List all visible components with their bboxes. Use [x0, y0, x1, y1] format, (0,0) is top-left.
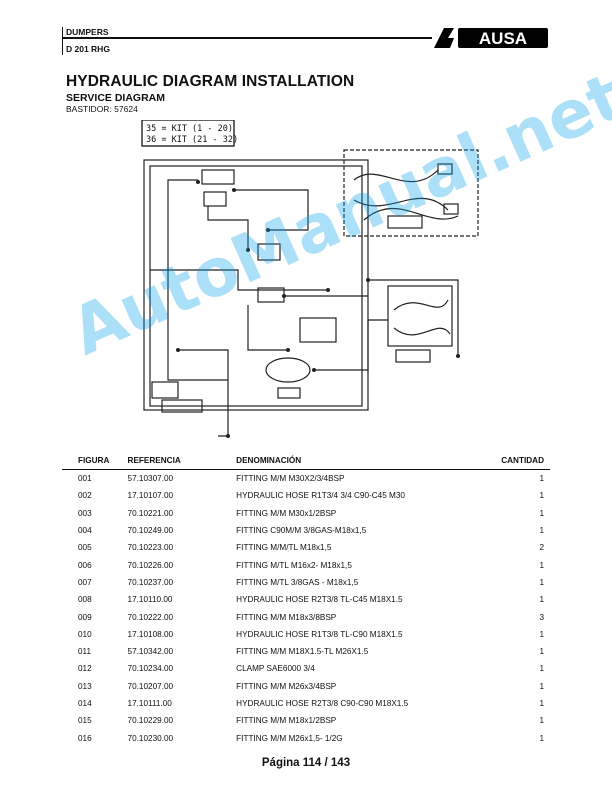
table-row: 007 70.10237.00 FITTING M/TL 3/8GAS - M18x…: [62, 574, 550, 591]
cell-cantidad: 1: [539, 577, 544, 587]
col-figura: FIGURA: [62, 452, 128, 470]
cell-figura: 015: [78, 716, 92, 726]
col-referencia: REFERENCIA: [127, 452, 237, 470]
table-row: 014 17.10111.00 HYDRAULIC HOSE R2T3/8 C90-…: [62, 695, 550, 712]
parts-table: FIGURA REFERENCIA DENOMINACIÓN CANTIDAD …: [62, 452, 550, 747]
table-row: 005 70.10223.00 FITTING M/M/TL M18x1,5 2: [62, 539, 550, 556]
cell-referencia: 70.10229.00: [127, 716, 174, 726]
table-row: 009 70.10222.00 FITTING M/M M18x3/8BSP 3: [62, 608, 550, 625]
cell-cantidad: 1: [539, 560, 544, 570]
cell-referencia: 70.10249.00: [127, 526, 174, 536]
logo-text: AUSA: [479, 29, 527, 48]
table-row: 006 70.10226.00 FITTING M/TL M16x2- M18x1,…: [62, 556, 550, 573]
page-subtitle: SERVICE DIAGRAM: [66, 92, 165, 104]
cell-referencia: 70.10207.00: [127, 681, 174, 691]
cell-figura: 008: [78, 595, 92, 605]
cell-referencia: 70.10222.00: [127, 612, 174, 622]
hydraulic-diagram: 35 = KIT (1 - 20) 36 = KIT (21 - 32): [141, 120, 479, 438]
cell-referencia: 17.10111.00: [127, 699, 172, 708]
cell-denominacion: FITTING M/M M30X2/3/4BSP: [236, 474, 345, 484]
cell-denominacion: FITTING C90M/M 3/8GAS-M18x1,5: [236, 526, 367, 536]
table-row: 004 70.10249.00 FITTING C90M/M 3/8GAS-M18x…: [62, 522, 550, 539]
cell-figura: 014: [78, 699, 92, 708]
cell-figura: 002: [78, 491, 92, 501]
table-row: 011 57.10342.00 FITTING M/M M18X1.5-TL M26…: [62, 643, 550, 660]
table-row: 012 70.10234.00 CLAMP SAE6000 3/4 1: [62, 660, 550, 677]
cell-cantidad: 1: [539, 629, 544, 639]
cell-figura: 006: [78, 560, 92, 570]
cell-cantidad: 1: [539, 491, 544, 501]
cell-figura: 005: [78, 543, 92, 553]
cell-cantidad: 1: [539, 733, 544, 743]
cell-denominacion: HYDRAULIC HOSE R1T3/4 3/4 C90-C45 M30: [236, 491, 405, 501]
cell-figura: 012: [78, 664, 92, 674]
cell-figura: 016: [78, 733, 92, 743]
cell-cantidad: 1: [539, 699, 544, 708]
cell-cantidad: 1: [539, 647, 544, 657]
cell-denominacion: FITTING M/M/TL M18x1,5: [236, 543, 332, 553]
cell-figura: 007: [78, 577, 92, 587]
cell-denominacion: FITTING M/M M30x1/2BSP: [236, 508, 337, 518]
table-row: 013 70.10207.00 FITTING M/M M26x3/4BSP 1: [62, 678, 550, 695]
cell-cantidad: 1: [539, 474, 544, 484]
table-row: 008 17.10110.00 HYDRAULIC HOSE R2T3/8 TL-C…: [62, 591, 550, 608]
table-row: 003 70.10221.00 FITTING M/M M30x1/2BSP 1: [62, 505, 550, 522]
cell-denominacion: FITTING M/TL M16x2- M18x1,5: [236, 560, 352, 570]
cell-referencia: 70.10230.00: [127, 733, 174, 743]
page-number: Página 114 / 143: [261, 757, 351, 769]
cell-referencia: 70.10234.00: [127, 664, 174, 674]
frame-number: BASTIDOR: 57624: [66, 104, 138, 114]
cell-denominacion: FITTING M/M M18x3/8BSP: [236, 612, 337, 622]
cell-denominacion: HYDRAULIC HOSE R2T3/8 TL-C45 M18X1.5: [236, 595, 403, 605]
col-cantidad: CANTIDAD: [501, 452, 550, 470]
cell-referencia: 70.10226.00: [127, 560, 174, 570]
cell-cantidad: 3: [539, 612, 544, 622]
cell-referencia: 17.10108.00: [127, 629, 174, 639]
kit-label-2: 36 = KIT (21 - 32): [146, 135, 238, 145]
cell-denominacion: HYDRAULIC HOSE R2T3/8 C90-C90 M18X1.5: [236, 699, 409, 708]
cell-referencia: 57.10342.00: [127, 647, 174, 657]
cell-referencia: 57.10307.00: [127, 474, 174, 484]
table-header-row: FIGURA REFERENCIA DENOMINACIÓN CANTIDAD: [62, 452, 550, 470]
cell-figura: 009: [78, 612, 92, 622]
cell-denominacion: FITTING M/M M26x3/4BSP: [236, 681, 337, 691]
cell-figura: 003: [78, 508, 92, 518]
cell-denominacion: FITTING M/M M26x1,5- 1/2G: [236, 733, 343, 743]
cell-referencia: 70.10237.00: [127, 577, 174, 587]
table-row: 016 70.10230.00 FITTING M/M M26x1,5- 1/2G 1: [62, 729, 550, 746]
cell-denominacion: FITTING M/TL 3/8GAS - M18x1,5: [236, 577, 359, 587]
cell-cantidad: 1: [539, 681, 544, 691]
cell-cantidad: 1: [539, 664, 544, 674]
cell-cantidad: 1: [539, 526, 544, 536]
table-row: 015 70.10229.00 FITTING M/M M18x1/2BSP 1: [62, 712, 550, 729]
header-rule: [62, 37, 548, 39]
header-model: D 201 RHG: [66, 44, 110, 54]
header-vertical-rule: [62, 27, 63, 55]
cell-referencia: 70.10221.00: [127, 508, 174, 518]
cell-referencia: 70.10223.00: [127, 543, 174, 553]
cell-cantidad: 1: [539, 595, 544, 605]
cell-figura: 004: [78, 526, 92, 536]
cell-cantidad: 1: [539, 508, 544, 518]
cell-figura: 011: [78, 647, 92, 657]
page-title: HYDRAULIC DIAGRAM INSTALLATION: [66, 73, 355, 90]
cell-denominacion: FITTING M/M M18X1.5-TL M26X1.5: [236, 647, 369, 657]
cell-denominacion: HYDRAULIC HOSE R1T3/8 TL-C90 M18X1.5: [236, 629, 403, 639]
table-row: 002 17.10107.00 HYDRAULIC HOSE R1T3/4 3/4 …: [62, 487, 550, 504]
cell-referencia: 17.10107.00: [127, 491, 174, 501]
col-denominacion: DENOMINACIÓN: [236, 452, 502, 470]
cell-denominacion: CLAMP SAE6000 3/4: [236, 664, 315, 674]
cell-figura: 010: [78, 629, 92, 639]
cell-cantidad: 1: [539, 716, 544, 726]
cell-denominacion: FITTING M/M M18x1/2BSP: [236, 716, 337, 726]
cell-figura: 001: [78, 474, 92, 484]
cell-cantidad: 2: [539, 543, 544, 553]
table-row: 010 17.10108.00 HYDRAULIC HOSE R1T3/8 TL-C…: [62, 626, 550, 643]
table-row: 001 57.10307.00 FITTING M/M M30X2/3/4BSP 1: [62, 470, 550, 488]
kit-label-1: 35 = KIT (1 - 20): [146, 124, 233, 134]
cell-figura: 013: [78, 681, 92, 691]
ausa-logo: AUSA: [432, 26, 550, 50]
cell-referencia: 17.10110.00: [127, 595, 173, 605]
header-category: DUMPERS: [66, 27, 109, 37]
